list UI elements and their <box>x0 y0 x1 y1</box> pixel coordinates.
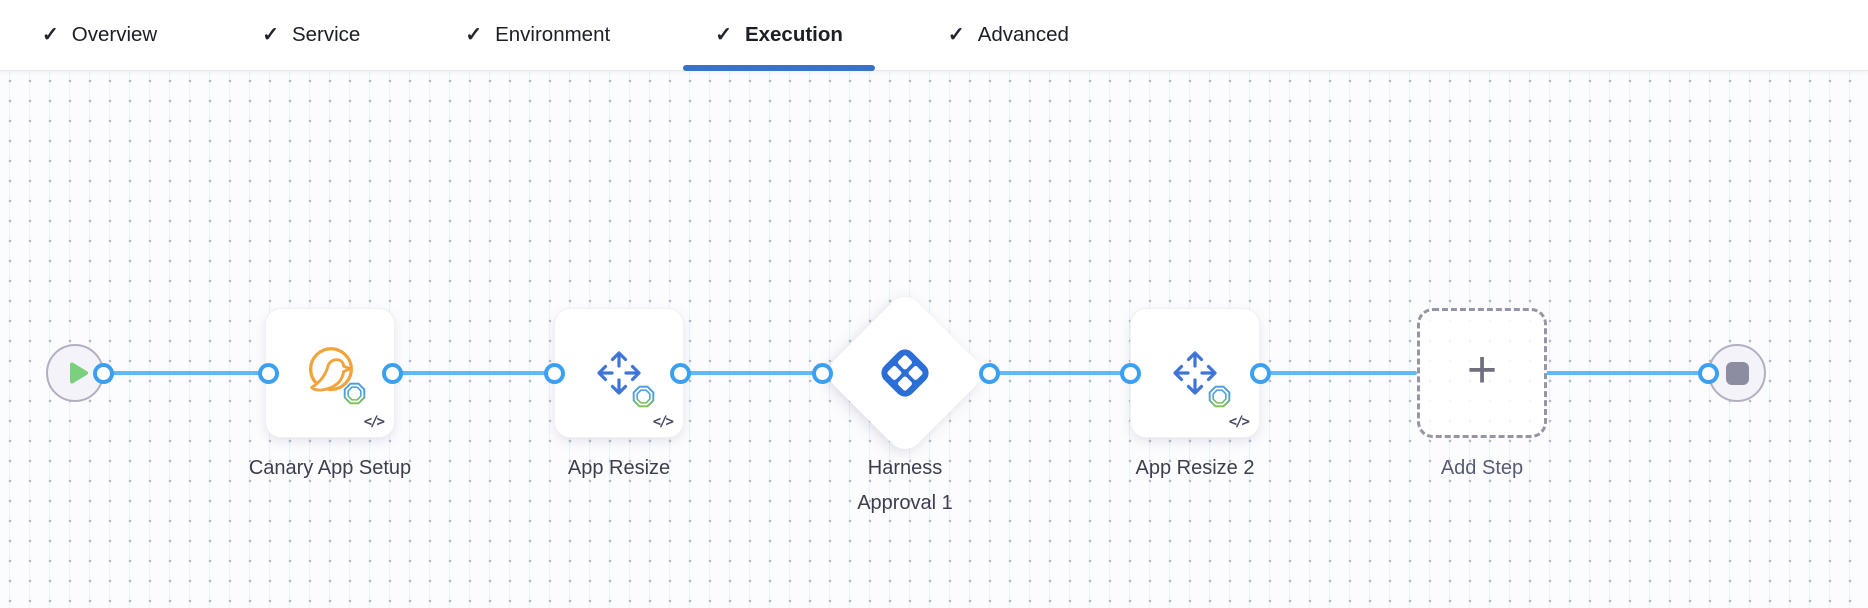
connector-line <box>680 371 822 375</box>
check-icon: ✓ <box>715 23 732 46</box>
check-icon: ✓ <box>947 23 965 46</box>
step-label-app-resize-2: App Resize 2 <box>1135 457 1255 479</box>
node-port[interactable] <box>978 362 1000 384</box>
check-icon: ✓ <box>262 23 279 46</box>
step-label-add-step: Add Step <box>1440 457 1524 479</box>
code-toggle-icon: </> <box>652 414 674 430</box>
stage-tabbar: ✓ Overview ✓ Service ✓ Environment ✓ Exe… <box>0 0 1868 71</box>
step-card-app-resize-2[interactable]: </> <box>1130 308 1260 438</box>
active-tab-indicator <box>683 65 875 71</box>
check-icon: ✓ <box>465 23 483 46</box>
step-card-harness-approval[interactable] <box>821 289 989 457</box>
tab-label: Service <box>291 23 361 46</box>
node-port[interactable] <box>1119 362 1141 384</box>
execution-graph-canvas[interactable]: </> </> <box>0 71 1868 608</box>
step-label-app-resize: App Resize <box>567 457 671 479</box>
node-port[interactable] <box>381 362 403 384</box>
connector-line <box>989 371 1130 375</box>
step-card-app-resize[interactable]: </> <box>554 308 684 438</box>
node-port[interactable] <box>811 362 833 384</box>
gear-badge-icon <box>1208 385 1231 408</box>
gear-badge-icon <box>343 382 366 405</box>
node-port[interactable] <box>1249 362 1271 384</box>
connector-line <box>1260 371 1417 375</box>
check-icon: ✓ <box>42 23 59 46</box>
tab-label: Environment <box>495 23 611 46</box>
plus-icon: + <box>1466 341 1498 399</box>
node-port[interactable] <box>1697 362 1719 384</box>
tab-environment[interactable]: ✓ Environment <box>433 0 642 70</box>
canary-bird-icon <box>308 347 353 392</box>
code-toggle-icon: </> <box>1228 414 1250 430</box>
node-port[interactable] <box>543 362 565 384</box>
node-port[interactable] <box>92 362 114 384</box>
tab-execution[interactable]: ✓ Execution <box>683 0 875 71</box>
tab-label: Overview <box>71 23 158 46</box>
stop-icon <box>1725 361 1749 385</box>
add-step-button[interactable]: + <box>1417 308 1547 438</box>
resize-arrows-icon <box>597 351 641 395</box>
code-toggle-icon: </> <box>363 414 385 430</box>
step-card-canary-app-setup[interactable]: </> <box>265 308 395 438</box>
node-port[interactable] <box>669 362 691 384</box>
step-label-canary-app-setup: Canary App Setup <box>248 457 412 479</box>
connector-line <box>392 371 554 375</box>
tab-service[interactable]: ✓ Service <box>230 0 392 70</box>
connector-line <box>103 371 268 375</box>
connector-line <box>1546 371 1708 375</box>
gear-badge-icon <box>632 385 655 408</box>
tab-advanced[interactable]: ✓ Advanced <box>916 0 1101 70</box>
tab-overview[interactable]: ✓ Overview <box>10 0 189 70</box>
tab-label: Advanced <box>977 23 1069 46</box>
node-port[interactable] <box>257 362 279 384</box>
step-label-harness-approval: Harness Approval 1 <box>857 457 953 514</box>
play-icon <box>69 362 88 384</box>
tab-label: Execution <box>744 23 843 46</box>
resize-arrows-icon <box>1173 351 1217 395</box>
